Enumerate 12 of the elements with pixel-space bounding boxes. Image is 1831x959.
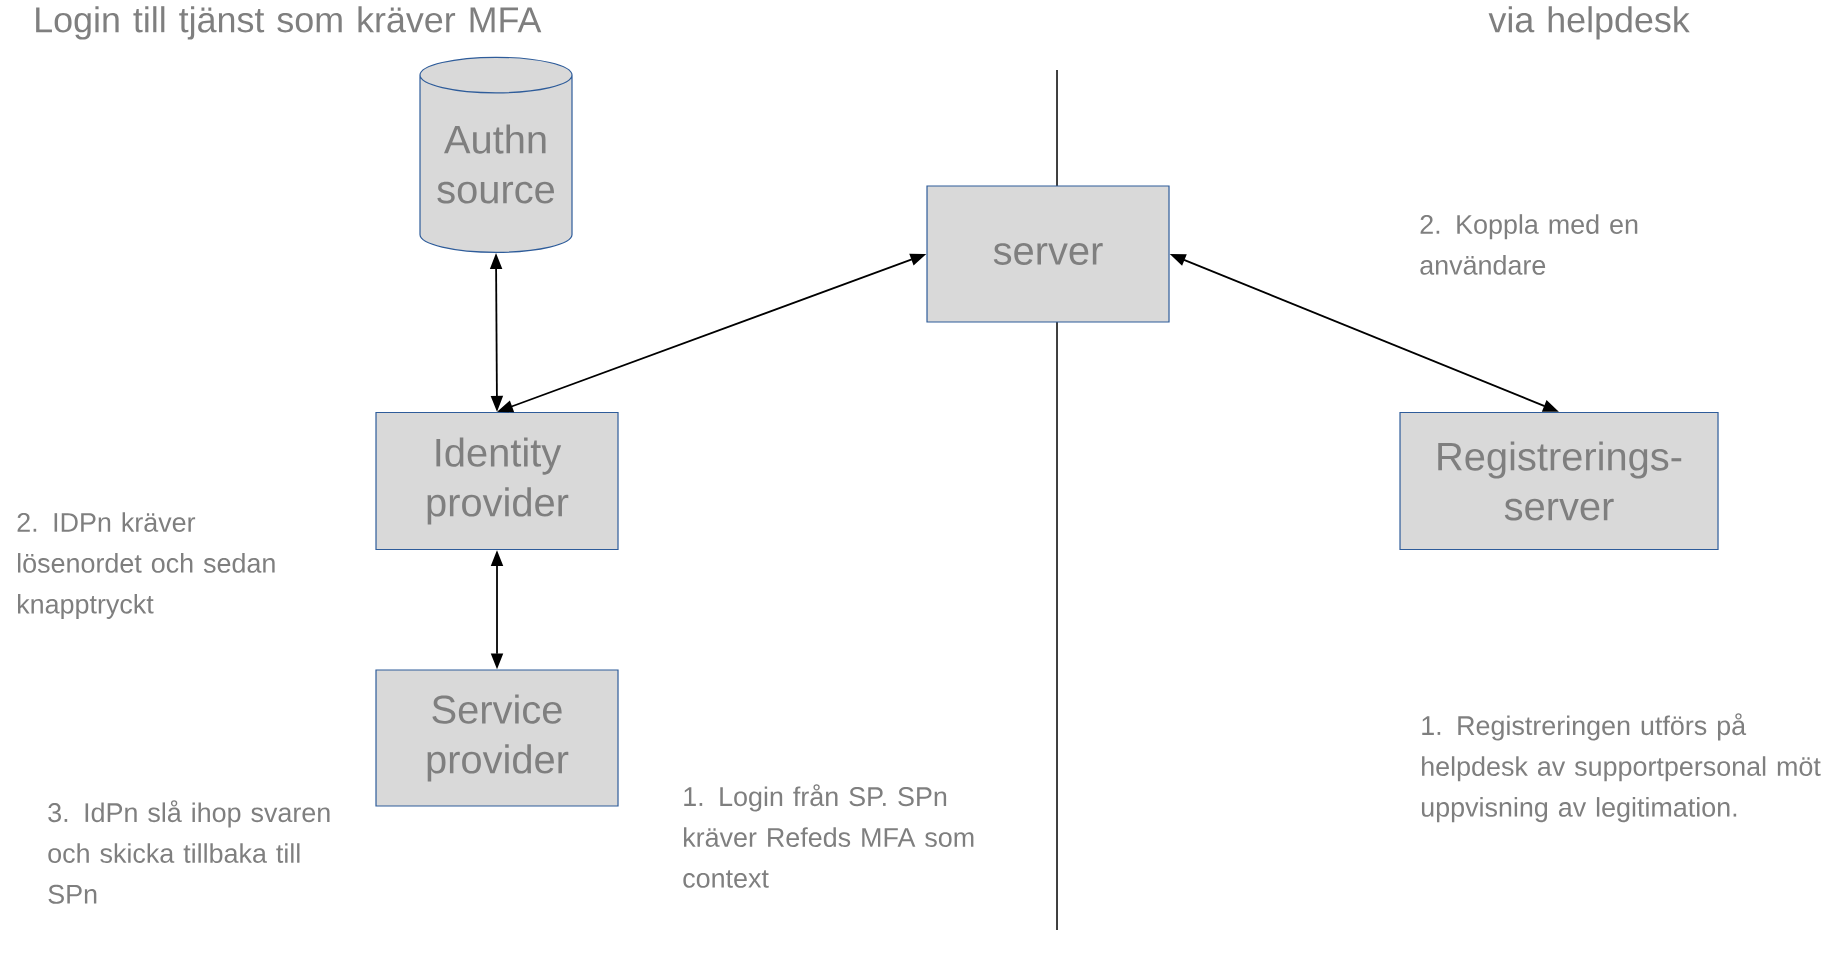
note-text: 3. IdPn slå ihop svaren och skicka tillbaka till SPn xyxy=(48,800,330,904)
heading: via helpdesk xyxy=(1488,6,1690,40)
note-text: 1. Login från SP. SPn kräver Refeds MFA som context xyxy=(683,784,974,888)
heading: Login till tjänst som kräver MFA xyxy=(36,6,542,40)
database-cylinder: Authn source xyxy=(419,56,573,253)
server-box: server xyxy=(926,185,1170,323)
process-box: Service provider xyxy=(375,669,619,807)
server-box: Registrerings- server xyxy=(1399,411,1719,551)
note-text: 2. IDPn kräver lösenordet och sedan knapptryckt xyxy=(17,512,275,619)
note-text: 2. Koppla med en användare xyxy=(1420,214,1638,275)
process-box: Identity provider xyxy=(375,411,619,551)
note-text: 1. Registreringen utförs på helpdesk av supportpersonal möt uppvisning av legitimation. xyxy=(1421,713,1821,823)
